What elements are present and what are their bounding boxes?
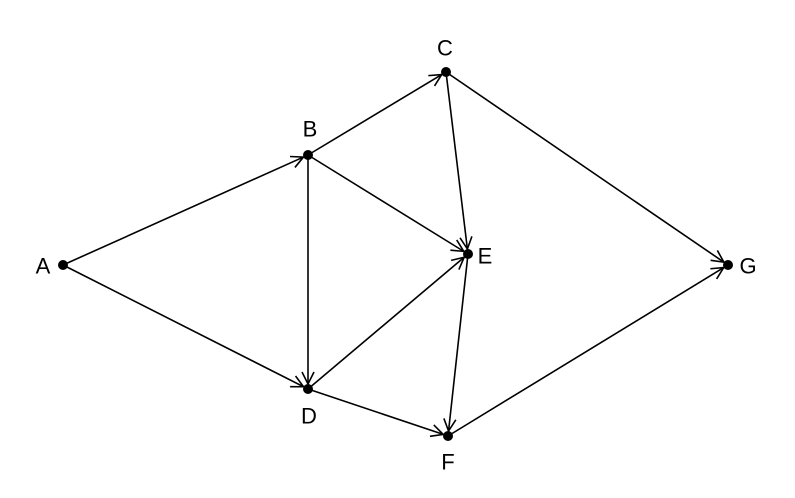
edge-b-to-e: [307, 154, 464, 251]
node-g: [723, 260, 733, 270]
edge-b-to-c: [307, 75, 442, 156]
nodes-layer: [58, 67, 733, 441]
edge-c-to-g: [445, 71, 724, 262]
node-e: [463, 249, 473, 259]
node-b: [303, 150, 313, 160]
node-a: [58, 260, 68, 270]
node-label-g: G: [739, 254, 756, 279]
node-label-b: B: [303, 117, 318, 142]
labels-layer: A B C D E F G: [36, 36, 757, 475]
node-f: [443, 431, 453, 441]
node-label-f: F: [441, 450, 454, 475]
edge-d-to-f: [307, 388, 443, 434]
node-c: [441, 67, 451, 77]
node-label-a: A: [36, 254, 51, 279]
node-label-d: D: [301, 404, 317, 429]
edge-e-to-f: [449, 253, 469, 431]
node-label-e: E: [478, 244, 493, 269]
node-label-c: C: [437, 36, 453, 61]
edge-f-to-g: [447, 268, 724, 437]
edge-c-to-e: [445, 71, 467, 249]
edge-a-to-b: [62, 157, 303, 266]
edge-d-to-e: [307, 257, 464, 390]
node-d: [303, 384, 313, 394]
edges-layer: [62, 71, 724, 437]
edge-a-to-d: [62, 264, 304, 387]
